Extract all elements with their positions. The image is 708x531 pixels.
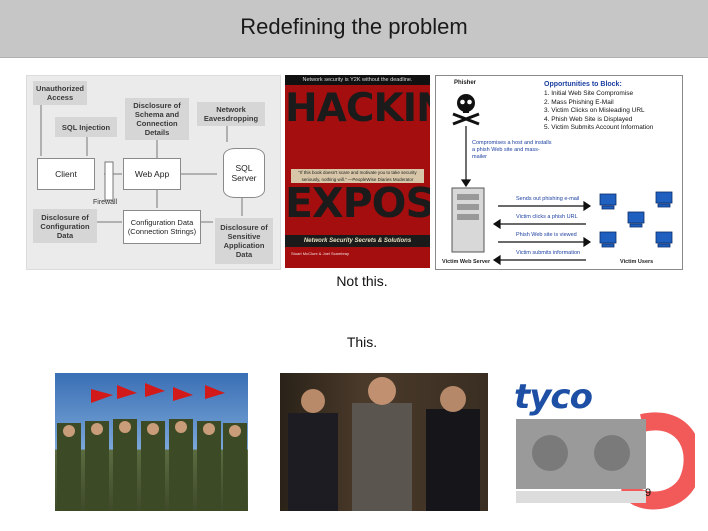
slide-title: Redefining the problem [240,14,468,39]
book-title-exposed: EXPOSED [285,179,430,227]
tyco-mugshots-photo [512,373,695,511]
phish-opportunity-3: 3. Victim Clicks on Misleading URL [544,107,645,114]
three-men-figures [288,377,480,511]
diagram-unauthorized-access: Unauthorized Access [33,81,87,105]
diagram-network-eavesdropping: Network Eavesdropping [197,102,265,126]
diagram-sql-server: SQL Server [223,148,265,198]
computer-icons [599,191,673,248]
tyco-logo: tyco [514,377,593,417]
phish-site-viewed: Phish Web site is viewed [516,232,577,238]
phish-phisher-label: Phisher [454,80,477,86]
diagram-client: Client [37,158,95,190]
phish-opportunity-2: 2. Mass Phishing E-Mail [544,98,614,106]
server-icon [451,187,485,253]
web-app-threats-diagram: Unauthorized Access SQL Injection Disclo… [26,75,281,270]
diagram-sql-injection: SQL Injection [55,117,117,137]
phish-opportunities-list: 1. Initial Web Site Compromise 2. Mass P… [544,90,653,133]
phish-sends-email: Sends out phishing e-mail [516,196,580,202]
phishing-diagram: Phisher Opportunities to Block: 1. Initi… [435,75,683,270]
caption-this: This. [346,334,378,350]
book-authors: Stuart McClure & Joel Scambray [291,251,350,256]
phish-victim-clicks: Victim clicks a phish URL [516,214,578,220]
page-number: 9 [645,487,652,499]
phish-opportunity-5: 5. Victim Submits Account Information [544,124,654,131]
diagram-firewall: Firewall [93,199,118,206]
phish-opportunity-1: 1. Initial Web Site Compromise [544,90,634,97]
flags-and-soldiers [57,383,247,511]
diagram-web-app: Web App [123,158,181,190]
hacking-exposed-book-cover: Network security is Y2K without the dead… [285,75,430,268]
phish-opportunity-4: 4. Phish Web Site is Displayed [544,115,633,123]
phish-victim-submits: Victim submits information [516,250,581,256]
mugshots-and-swirl [516,412,695,510]
caption-not-this: Not this. [336,273,388,289]
diagram-disclosure-config: Disclosure of Configuration Data [33,209,97,243]
phish-arrows [460,126,592,266]
book-subtitle: Network Security Secrets & Solutions [285,235,430,247]
phish-compromise-note: Compromises a host and installs a phish … [472,140,552,160]
book-title-hacking: HACKING [285,86,430,131]
men-in-suits-photo [280,373,488,511]
diagram-connectors [40,105,243,223]
phish-victim-web-server: Victim Web Server [442,259,491,265]
diagram-disclosure-sensitive: Disclosure of Sensitive Application Data [215,218,273,264]
phish-victim-users: Victim Users [620,259,654,265]
skull-crossbones-icon [452,94,480,126]
soldiers-photo [55,373,248,511]
diagram-config-data: Configuration Data (Connection Strings) [123,210,201,244]
book-quote: "If this book doesn't scare and motivate… [291,169,424,183]
phish-opportunities-title: Opportunities to Block: [544,81,622,88]
book-tagline: Network security is Y2K without the dead… [285,75,430,85]
diagram-disclosure-schema: Disclosure of Schema and Connection Deta… [125,98,189,140]
title-bar: Redefining the problem [0,0,708,58]
